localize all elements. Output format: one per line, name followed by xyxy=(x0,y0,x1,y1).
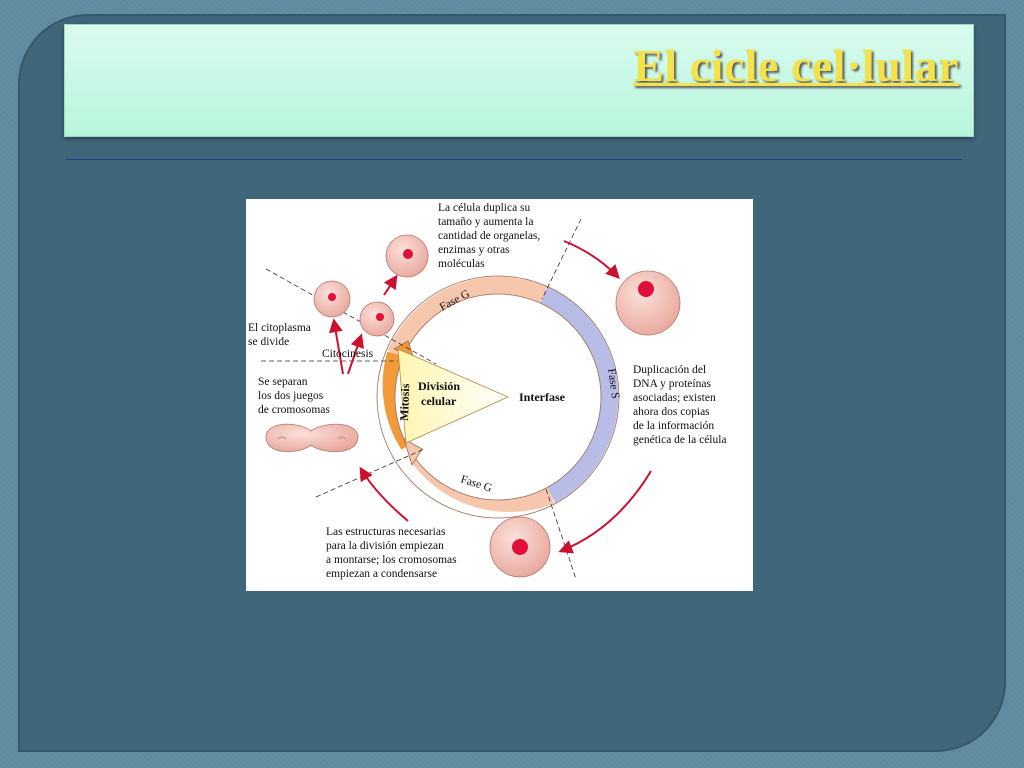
citocinesis-label: Citocinesis xyxy=(322,348,374,360)
svg-text:para la división empiezan: para la división empiezan xyxy=(326,540,444,552)
arrow-to-top-cell xyxy=(383,274,398,296)
cell-cycle-figure: Interfase División celular Mitosis Fase … xyxy=(246,199,753,591)
arrow-bottom-left xyxy=(359,466,409,522)
svg-text:enzimas y otras: enzimas y otras xyxy=(438,244,510,256)
division-label-line1: División xyxy=(418,379,460,393)
arrow-to-upper-daughter xyxy=(328,318,344,375)
interfase-label: Interfase xyxy=(519,390,566,404)
slide-title: El cicle cel·lular xyxy=(633,40,959,91)
svg-text:cantidad de organelas,: cantidad de organelas, xyxy=(438,230,540,242)
svg-text:Las estructuras necesarias: Las estructuras necesarias xyxy=(326,526,446,538)
cell-bottom xyxy=(489,516,551,578)
svg-text:El citoplasma: El citoplasma xyxy=(248,322,311,334)
arrow-top-right xyxy=(563,240,620,280)
note-right: Duplicación del DNA y proteínas asociada… xyxy=(633,364,727,446)
fase-g-top-arc xyxy=(387,276,548,358)
guide-line-top-right xyxy=(541,218,582,300)
division-label-line2: celular xyxy=(421,394,457,408)
svg-text:los dos juegos: los dos juegos xyxy=(258,390,324,402)
arrow-to-lower-daughter xyxy=(347,333,364,375)
cell-right xyxy=(615,270,681,336)
svg-text:de la información: de la información xyxy=(633,420,714,432)
svg-text:Duplicación del: Duplicación del xyxy=(633,364,706,376)
fase-s-arc xyxy=(540,286,619,503)
note-cytoplasm: El citoplasma se divide xyxy=(248,322,311,348)
note-chromosomes: Se separan los dos juegos de cromosomas xyxy=(258,376,330,416)
svg-text:asociadas; existen: asociadas; existen xyxy=(633,392,716,404)
svg-text:de cromosomas: de cromosomas xyxy=(258,404,330,416)
svg-text:a montarse; los cromosomas: a montarse; los cromosomas xyxy=(326,554,457,566)
cell-top xyxy=(385,234,429,278)
mitosis-label: Mitosis xyxy=(397,383,412,421)
guide-line-top-left xyxy=(265,268,437,365)
svg-text:genética de la célula: genética de la célula xyxy=(633,434,727,446)
svg-text:moléculas: moléculas xyxy=(438,258,485,270)
fase-s-label: Fase S xyxy=(605,368,621,400)
guide-line-bottom-left xyxy=(315,448,425,498)
ring-outer-outline xyxy=(376,275,620,519)
ring-arrowhead-bottom xyxy=(403,438,423,466)
cell-cycle-diagram: Interfase División celular Mitosis Fase … xyxy=(248,202,727,580)
svg-text:DNA y proteínas: DNA y proteínas xyxy=(633,378,711,390)
svg-text:La célula duplica su: La célula duplica su xyxy=(438,202,531,214)
svg-text:Se separan: Se separan xyxy=(258,376,308,388)
svg-text:ahora dos copias: ahora dos copias xyxy=(633,406,710,418)
svg-text:se divide: se divide xyxy=(248,336,289,348)
title-box: El cicle cel·lular xyxy=(64,24,974,137)
cell-daughter-lower xyxy=(359,301,395,337)
title-divider xyxy=(66,159,962,160)
note-top: La célula duplica su tamaño y aumenta la… xyxy=(438,202,540,270)
division-triangle xyxy=(397,348,509,444)
cell-daughter-upper xyxy=(313,280,351,318)
note-bottom: Las estructuras necesarias para la divis… xyxy=(326,526,457,580)
svg-text:tamaño y aumenta la: tamaño y aumenta la xyxy=(438,216,533,228)
arrow-bottom-right xyxy=(558,470,652,554)
cell-dividing xyxy=(265,423,359,453)
svg-text:empiezan a condensarse: empiezan a condensarse xyxy=(326,568,437,580)
